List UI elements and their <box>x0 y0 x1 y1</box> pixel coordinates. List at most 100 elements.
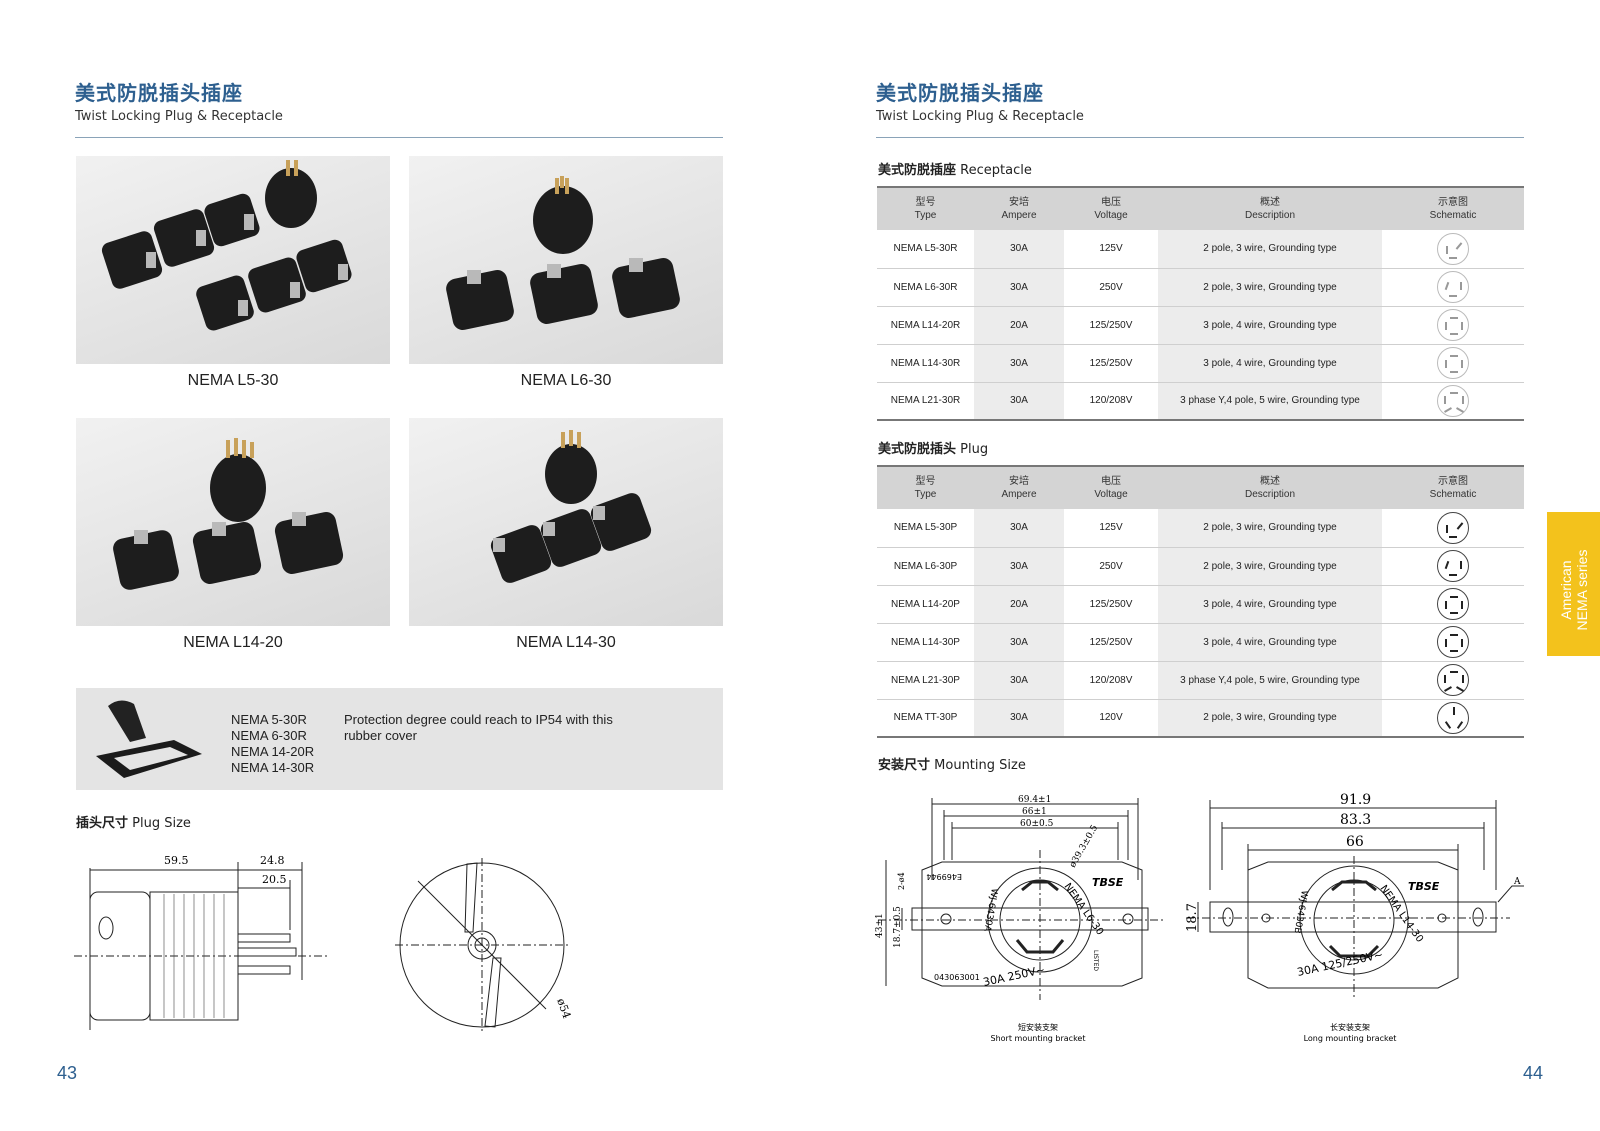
product-photo-illustration <box>113 438 344 590</box>
cell-schematic <box>1382 585 1524 624</box>
cell-description: 3 pole, 4 wire, Grounding type <box>1158 344 1382 383</box>
cell-type: NEMA L21-30R <box>877 382 974 421</box>
plug-label-cn: 美式防脱插头 <box>878 442 957 457</box>
dim-h1: 43±1 <box>875 913 885 938</box>
mounting-label-en: Mounting Size <box>934 758 1026 773</box>
dim-h1: 18.7 <box>1185 903 1200 932</box>
cell-ampere: 20A <box>974 306 1064 345</box>
cell-schematic <box>1382 306 1524 345</box>
dim-diameter: ø39.3±0.5 <box>1068 823 1100 869</box>
cell-ampere: 30A <box>974 344 1064 383</box>
plug-front-drawing: ø54 <box>395 858 573 1032</box>
cell-description: 2 pole, 3 wire, Grounding type <box>1158 547 1382 586</box>
table-row: NEMA L21-30R 30A 120/208V 3 phase Y,4 po… <box>877 382 1524 421</box>
cell-schematic <box>1382 382 1524 421</box>
cell-schematic <box>1382 623 1524 662</box>
rubber-cover-panel: NEMA 5-30R NEMA 6-30R NEMA 14-20R NEMA 1… <box>76 688 723 790</box>
cell-ampere: 30A <box>974 382 1064 421</box>
cell-ampere: 20A <box>974 585 1064 624</box>
receptacle-schematic-icon <box>1437 271 1469 303</box>
cell-schematic <box>1382 661 1524 700</box>
left-title-en: Twist Locking Plug & Receptacle <box>75 109 283 124</box>
long-bracket-drawing: 91.9 83.3 66 18.7 A TBSE 30A 125/250V~ N… <box>1185 792 1524 1043</box>
cell-type: NEMA L5-30R <box>877 230 974 269</box>
short-bracket-en: Short mounting bracket <box>991 1034 1086 1043</box>
cell-schematic <box>1382 230 1524 269</box>
cell-description: 2 pole, 3 wire, Grounding type <box>1158 268 1382 307</box>
mounting-label: 安装尺寸 Mounting Size <box>878 754 1026 773</box>
cell-voltage: 120/208V <box>1064 661 1158 700</box>
part-mark: WJ-6430A <box>981 887 999 932</box>
cell-description: 2 pole, 3 wire, Grounding type <box>1158 230 1382 269</box>
photo-caption: NEMA L14-20 <box>183 634 283 651</box>
cell-schematic <box>1382 509 1524 548</box>
photo-l14-30 <box>409 418 723 626</box>
table-row: NEMA L14-30R 30A 125/250V 3 pole, 4 wire… <box>877 344 1524 383</box>
cell-ampere: 30A <box>974 661 1064 700</box>
cover-description: Protection degree could reach to IP54 wi… <box>344 712 613 743</box>
cell-type: NEMA L6-30P <box>877 547 974 586</box>
page-number-right: 44 <box>1523 1063 1544 1083</box>
table-row: NEMA L21-30P 30A 120/208V 3 phase Y,4 po… <box>877 661 1524 700</box>
cover-model: NEMA 6-30R <box>231 728 307 743</box>
cover-model: NEMA 14-20R <box>231 744 315 759</box>
left-title-cn: 美式防脱插头插座 <box>75 81 243 105</box>
product-photo-illustration <box>101 160 352 331</box>
dim-diameter: ø54 <box>554 997 573 1021</box>
part-mark: WJ-6430B <box>1291 889 1308 934</box>
receptacle-label: 美式防脱插座 Receptacle <box>878 159 1032 178</box>
cell-description: 3 pole, 4 wire, Grounding type <box>1158 306 1382 345</box>
cell-type: NEMA L6-30R <box>877 268 974 307</box>
mounting-label-cn: 安装尺寸 <box>878 758 931 773</box>
plug-size-label-en: Plug Size <box>132 816 191 831</box>
plug-schematic-icon <box>1437 511 1469 544</box>
cell-type: NEMA TT-30P <box>877 699 974 738</box>
cell-voltage: 250V <box>1064 268 1158 307</box>
receptacle-label-en: Receptacle <box>960 163 1032 178</box>
table-row: NEMA L5-30R 30A 125V 2 pole, 3 wire, Gro… <box>877 230 1524 269</box>
short-bracket-cn: 短安装支架 <box>1018 1022 1058 1032</box>
cell-voltage: 125/250V <box>1064 585 1158 624</box>
cell-voltage: 120V <box>1064 699 1158 738</box>
dim-pin-inner: 20.5 <box>262 873 287 886</box>
cell-type: NEMA L14-20P <box>877 585 974 624</box>
cover-models: NEMA 5-30R NEMA 6-30R NEMA 14-20R NEMA 1… <box>231 712 314 776</box>
dim-d3: 66 <box>1346 834 1364 850</box>
brand-mark: TBSE <box>1408 880 1440 893</box>
dim-h2: 18.7±0.5 <box>893 906 903 948</box>
plug-schematic-icon <box>1437 626 1469 658</box>
receptacle-schematic-icon <box>1437 232 1469 265</box>
plug-label-en: Plug <box>960 442 989 457</box>
dim-pin-length: 24.8 <box>260 854 285 867</box>
long-bracket-cn: 长安装支架 <box>1330 1022 1370 1032</box>
section-marker: A <box>1513 877 1521 887</box>
long-bracket-en: Long mounting bracket <box>1304 1034 1397 1043</box>
rating-mark: 30A 125/250V~ <box>1296 948 1384 979</box>
plug-size-label: 插头尺寸 Plug Size <box>76 812 191 831</box>
product-code: 043063001 <box>934 973 980 982</box>
page-number-left: 43 <box>57 1063 78 1083</box>
left-title-rule <box>75 137 723 138</box>
cell-ampere: 30A <box>974 268 1064 307</box>
receptacle-schematic-icon <box>1437 309 1469 341</box>
cell-description: 2 pole, 3 wire, Grounding type <box>1158 509 1382 548</box>
cell-schematic <box>1382 268 1524 307</box>
cell-voltage: 120/208V <box>1064 382 1158 421</box>
photo-l6-30 <box>409 156 723 364</box>
side-tab-line2: NEMA series <box>1574 549 1590 631</box>
plug-size-label-cn: 插头尺寸 <box>76 816 129 831</box>
plug-schematic-icon <box>1437 588 1469 620</box>
dim-d1: 91.9 <box>1340 792 1371 808</box>
cell-voltage: 250V <box>1064 547 1158 586</box>
right-title-rule <box>876 137 1524 138</box>
cell-voltage: 125/250V <box>1064 344 1158 383</box>
plug-label: 美式防脱插头 Plug <box>878 438 988 457</box>
series-side-tab: American NEMA series <box>1547 512 1600 656</box>
